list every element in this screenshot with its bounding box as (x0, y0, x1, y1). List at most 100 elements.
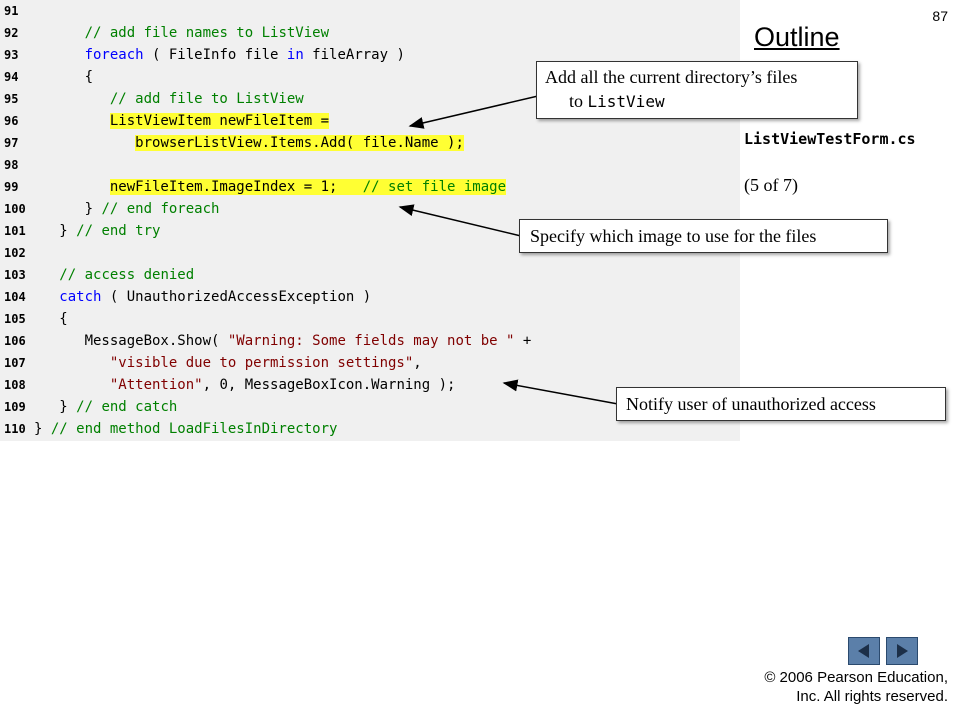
code-token: ( UnauthorizedAccessException ) (101, 289, 372, 305)
line-number: 110 (4, 422, 26, 436)
callout-add-files-code: ListView (587, 92, 665, 111)
code-token: // access denied (59, 267, 195, 283)
callout-add-files-line1: Add all the current directory’s files (545, 67, 798, 87)
line-number: 103 (4, 268, 26, 282)
code-text: MessageBox.Show( "Warning: Some fields m… (34, 330, 532, 352)
code-text: browserListView.Items.Add( file.Name ); (34, 132, 464, 154)
code-text: } // end method LoadFilesInDirectory (34, 418, 337, 440)
code-token (34, 377, 110, 393)
triangle-right-icon (897, 644, 908, 658)
code-token: // add file to ListView (109, 91, 304, 107)
page-range-label: (5 of 7) (744, 175, 798, 195)
code-line: 109 } // end catch (0, 396, 740, 418)
code-text: { (34, 308, 68, 330)
code-token: ; (329, 179, 363, 195)
code-token (34, 179, 110, 195)
code-text: } // end foreach (34, 198, 220, 220)
callout-add-files-line2: to ListView (545, 89, 849, 114)
line-number: 95 (4, 92, 19, 106)
code-text: // add file names to ListView (34, 22, 329, 44)
copyright-line-1: © 2006 Pearson Education, (764, 669, 948, 686)
code-line: 101 } // end try (0, 220, 740, 242)
code-text: } // end catch (34, 396, 177, 418)
callout-notify-user: Notify user of unauthorized access (616, 387, 946, 421)
code-line: 99 newFileItem.ImageIndex = 1; // set fi… (0, 176, 740, 198)
code-line: 102 (0, 242, 740, 264)
code-token: browserListView.Items.Add( file.Name ); (135, 135, 464, 151)
line-number: 91 (4, 4, 19, 18)
line-number: 101 (4, 224, 26, 238)
code-text: foreach ( FileInfo file in fileArray ) (34, 44, 405, 66)
code-token: "Attention" (109, 377, 203, 393)
code-token: // set file image (362, 179, 507, 195)
code-token (34, 289, 59, 305)
code-line: 95 // add file to ListView (0, 88, 740, 110)
triangle-left-icon (858, 644, 869, 658)
code-line: 98 (0, 154, 740, 176)
code-line: 105 { (0, 308, 740, 330)
code-text: "visible due to permission settings", (34, 352, 422, 374)
code-token: fileArray ) (303, 47, 405, 63)
code-token: foreach (84, 47, 144, 63)
line-number: 100 (4, 202, 26, 216)
code-token: , (413, 355, 422, 371)
code-token: , (202, 377, 220, 393)
line-number: 93 (4, 48, 19, 62)
code-token: } (34, 201, 102, 217)
callout-image-index: Specify which image to use for the files (519, 219, 888, 253)
code-token: // end foreach (101, 201, 220, 217)
next-slide-button[interactable] (886, 637, 918, 665)
callout-add-files-to: to (569, 91, 588, 111)
code-token: MessageBox.Show( (34, 333, 228, 349)
line-number: 104 (4, 290, 26, 304)
code-token: { (34, 311, 68, 327)
line-number: 97 (4, 136, 19, 150)
outline-title: Outline (754, 22, 840, 52)
line-number: 96 (4, 114, 19, 128)
code-line: 104 catch ( UnauthorizedAccessException … (0, 286, 740, 308)
code-token (34, 91, 110, 107)
code-token: } (34, 399, 77, 415)
line-number: 102 (4, 246, 26, 260)
code-token: ( FileInfo file (143, 47, 287, 63)
code-text: catch ( UnauthorizedAccessException ) (34, 286, 371, 308)
code-token: catch (59, 289, 102, 305)
line-number: 108 (4, 378, 26, 392)
callout-add-files: Add all the current directory’s files to… (536, 61, 858, 119)
code-token: 0 (219, 377, 228, 393)
code-line: 93 foreach ( FileInfo file in fileArray … (0, 44, 740, 66)
code-token: // end method LoadFilesInDirectory (50, 421, 338, 437)
code-token: } (34, 421, 51, 437)
code-token: "visible due to permission settings" (109, 355, 414, 371)
code-token: "Warning: Some fields may not be " (227, 333, 515, 349)
line-number: 109 (4, 400, 26, 414)
code-line: 103 // access denied (0, 264, 740, 286)
previous-slide-button[interactable] (848, 637, 880, 665)
code-token: { (34, 69, 94, 85)
line-number: 94 (4, 70, 19, 84)
file-name-label: ListViewTestForm.cs (744, 130, 916, 148)
code-line: 110} // end method LoadFilesInDirectory (0, 418, 740, 440)
code-line: 92 // add file names to ListView (0, 22, 740, 44)
code-token (34, 355, 110, 371)
line-number: 105 (4, 312, 26, 326)
code-text: } // end try (34, 220, 160, 242)
line-number: 99 (4, 180, 19, 194)
code-token: + (514, 333, 532, 349)
code-text: { (34, 66, 93, 88)
code-token: newFileItem.ImageIndex = (109, 179, 321, 195)
code-line: 94 { (0, 66, 740, 88)
code-token: , MessageBoxIcon.Warning ); (227, 377, 456, 393)
code-text: // add file to ListView (34, 88, 304, 110)
copyright-line-2: Inc. All rights reserved. (796, 688, 948, 705)
code-line: 106 MessageBox.Show( "Warning: Some fiel… (0, 330, 740, 352)
line-number: 92 (4, 26, 19, 40)
code-line: 96 ListViewItem newFileItem = (0, 110, 740, 132)
code-token: 1 (320, 179, 330, 195)
code-line: 100 } // end foreach (0, 198, 740, 220)
code-token: // end try (76, 223, 161, 239)
line-number: 106 (4, 334, 26, 348)
code-token (34, 47, 85, 63)
code-text: "Attention", 0, MessageBoxIcon.Warning )… (34, 374, 456, 396)
line-number: 98 (4, 158, 19, 172)
